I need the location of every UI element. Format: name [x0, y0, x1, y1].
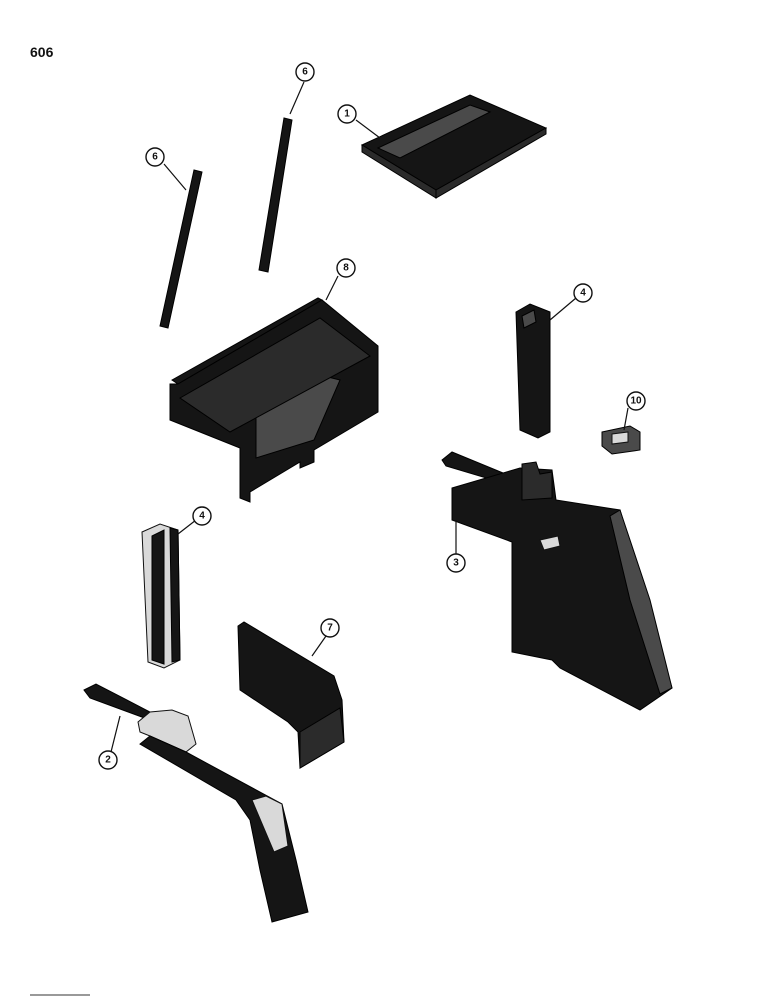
svg-text:8: 8 [343, 263, 349, 274]
leader-10 [623, 407, 629, 431]
page-number: 606 [30, 44, 54, 60]
part-left-post-cover [141, 523, 181, 669]
part-clip [601, 425, 641, 455]
leader-6b [289, 81, 305, 115]
callout-8: 8 [336, 258, 356, 278]
leader-4a [549, 297, 577, 321]
callout-4-right: 4 [573, 283, 593, 303]
callout-4-left: 4 [192, 506, 212, 526]
callout-7: 7 [320, 618, 340, 638]
part-kick-panel [237, 621, 345, 769]
svg-text:4: 4 [580, 288, 586, 299]
callout-6-right: 6 [295, 62, 315, 82]
part-left-lower-trim [83, 683, 309, 923]
callout-1: 1 [337, 104, 357, 124]
part-center-console-panel [169, 297, 379, 503]
leader-7 [311, 635, 327, 657]
leader-1 [355, 119, 381, 139]
svg-text:4: 4 [199, 511, 205, 522]
svg-text:10: 10 [630, 396, 642, 407]
part-left-strip [159, 169, 203, 329]
scan-mark [30, 994, 90, 996]
svg-text:1: 1 [344, 109, 350, 120]
svg-text:2: 2 [105, 755, 111, 766]
callout-6-left: 6 [145, 147, 165, 167]
part-right-side-panel [441, 451, 673, 711]
part-right-post-cover [515, 303, 551, 439]
part-top-floor-panel [360, 94, 548, 199]
callout-3: 3 [446, 553, 466, 573]
leader-6a [163, 163, 187, 191]
leader-8 [325, 275, 339, 301]
svg-text:7: 7 [327, 623, 333, 634]
svg-text:6: 6 [152, 152, 158, 163]
svg-text:3: 3 [453, 558, 459, 569]
part-right-strip [258, 117, 293, 273]
leader-2 [109, 715, 121, 757]
leader-4b [177, 519, 197, 535]
callout-2: 2 [98, 750, 118, 770]
svg-text:6: 6 [302, 67, 308, 78]
callout-10: 10 [626, 391, 646, 411]
